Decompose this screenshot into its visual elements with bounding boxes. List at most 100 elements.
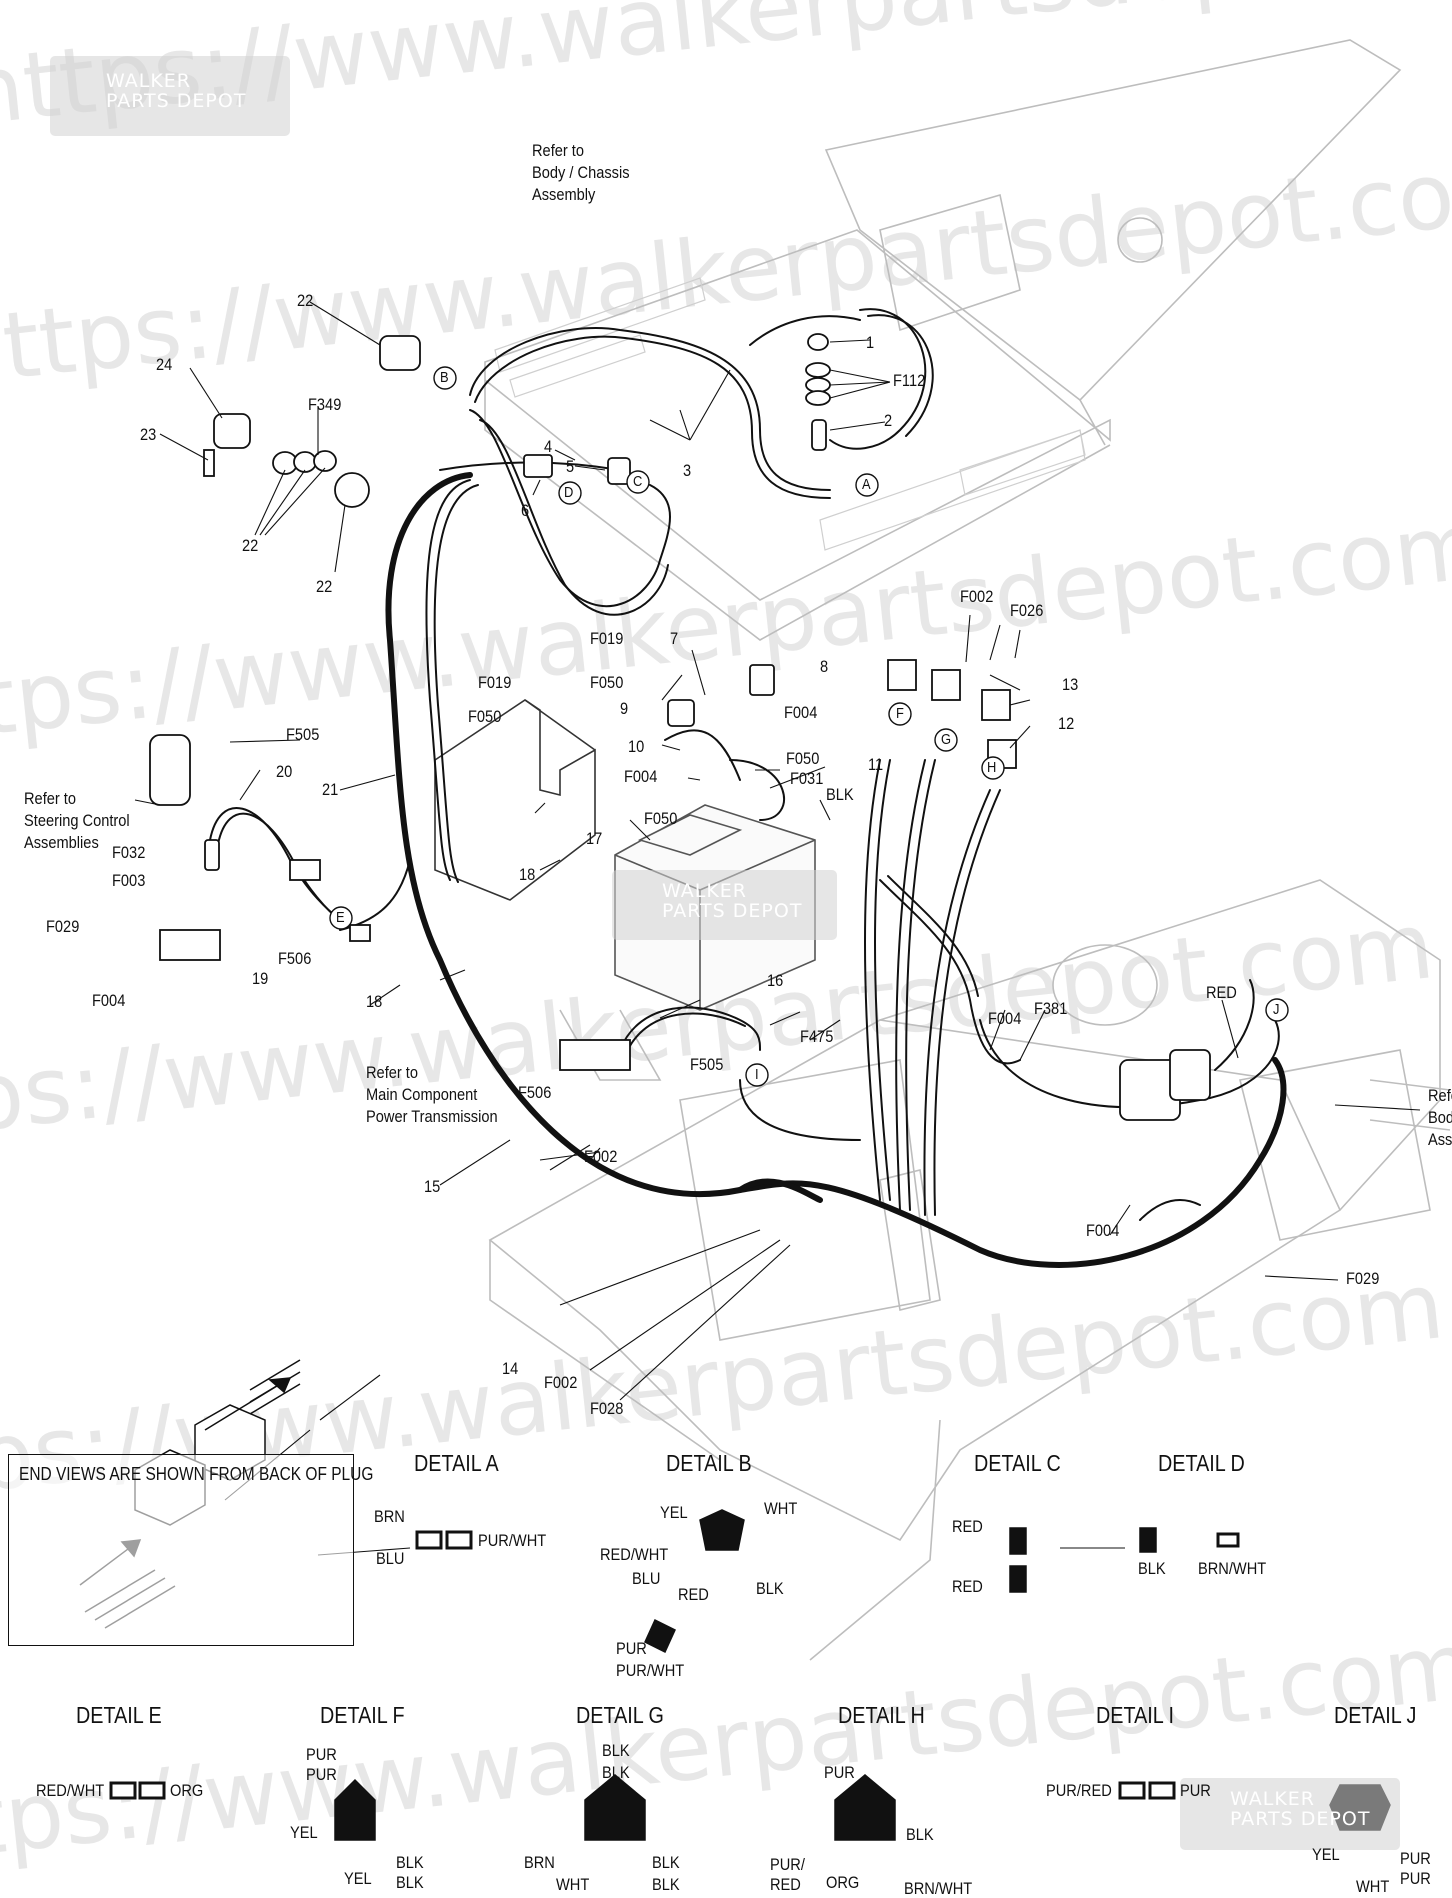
wire-label: BLK xyxy=(602,1763,630,1782)
callout-label: 11 xyxy=(868,755,884,774)
callout-label: F031 xyxy=(790,769,824,788)
wire-label: WHT xyxy=(764,1499,798,1518)
wire-label: YEL xyxy=(290,1823,318,1842)
callout-label: F475 xyxy=(800,1027,834,1046)
inset-caption: END VIEWS ARE SHOWN FROM BACK OF PLUG xyxy=(19,1464,374,1484)
callout-label: 10 xyxy=(628,737,645,756)
callout-label: F029 xyxy=(1346,1269,1380,1288)
logo-text: WALKER PARTS DEPOT xyxy=(662,880,803,922)
callout-label: F349 xyxy=(308,395,342,414)
detail-f-title: DETAIL F xyxy=(320,1702,405,1728)
wire-label: BRN/WHT xyxy=(1198,1559,1267,1578)
wire-label: BRN xyxy=(524,1853,555,1872)
wire-label: RED/WHT xyxy=(36,1781,105,1800)
wire-label: PUR/ xyxy=(770,1855,805,1874)
callout-label: 2 xyxy=(884,411,893,430)
connector-end-views xyxy=(109,1509,1391,1841)
walker-logo-watermark: WALKER PARTS DEPOT xyxy=(612,870,837,940)
callout-label: 5 xyxy=(566,457,575,476)
callout-label: 18 xyxy=(366,992,383,1011)
wire-label: PUR xyxy=(306,1765,337,1784)
wire-label: RED/WHT xyxy=(600,1545,669,1564)
detail-c-title: DETAIL C xyxy=(974,1450,1061,1476)
wire-label: BRN/WHT xyxy=(904,1879,973,1898)
callout-label: 18 xyxy=(519,865,536,884)
callout-label: F506 xyxy=(518,1083,552,1102)
plug-letter: D xyxy=(564,484,574,501)
wire-label: BLK xyxy=(1138,1559,1166,1578)
callout-label: F028 xyxy=(590,1399,624,1418)
note-main-component: Refer to Main Component Power Transmissi… xyxy=(366,1063,498,1127)
wire-label: YEL xyxy=(660,1503,688,1522)
wire-label: RED xyxy=(678,1585,709,1604)
callout-label: 17 xyxy=(586,829,603,848)
plug-letter: I xyxy=(755,1066,759,1083)
detail-j-title: DETAIL J xyxy=(1334,1702,1417,1728)
callout-label: 16 xyxy=(767,971,784,990)
callout-label: F029 xyxy=(46,917,80,936)
callout-label: F004 xyxy=(624,767,658,786)
wire-label: BLK xyxy=(756,1579,784,1598)
callout-label: F004 xyxy=(1086,1221,1120,1240)
callout-label: 22 xyxy=(316,577,333,596)
wire-label: WHT xyxy=(1356,1877,1390,1896)
wire-label: RED xyxy=(952,1517,983,1536)
callout-label: 8 xyxy=(820,657,829,676)
wire-label: BLK xyxy=(602,1741,630,1760)
note-body-chassis: Refer to Body / Chassis Assembly xyxy=(532,141,630,205)
plug-letter: F xyxy=(896,705,904,722)
wire-label: PUR xyxy=(306,1745,337,1764)
note-steering-control: Refer to Steering Control Assemblies xyxy=(24,789,130,853)
callout-label: F505 xyxy=(690,1055,724,1074)
callout-label: 4 xyxy=(544,437,553,456)
wire-label: BLK xyxy=(652,1853,680,1872)
detail-b-title: DETAIL B xyxy=(666,1450,752,1476)
wire-label: BLU xyxy=(632,1569,661,1588)
callout-label: F004 xyxy=(988,1009,1022,1028)
plug-letter: A xyxy=(862,476,871,493)
callout-label: 15 xyxy=(424,1177,441,1196)
leader-lines xyxy=(134,301,1421,1556)
wire-color-label: RED xyxy=(1206,983,1237,1002)
wire-label: ORG xyxy=(826,1873,860,1892)
detail-g-title: DETAIL G xyxy=(576,1702,664,1728)
wire-label: ORG xyxy=(170,1781,204,1800)
detail-e-title: DETAIL E xyxy=(76,1702,162,1728)
callout-label: 22 xyxy=(297,291,314,310)
wire-label: BLU xyxy=(376,1549,405,1568)
wire-label: BLK xyxy=(652,1875,680,1894)
callout-label: F002 xyxy=(584,1147,618,1166)
callout-label: F003 xyxy=(112,871,146,890)
note-body-right: Refer Body Assy xyxy=(1428,1086,1452,1150)
callout-label: F112 xyxy=(893,371,926,390)
callout-label: F002 xyxy=(544,1373,578,1392)
callout-label: F506 xyxy=(278,949,312,968)
callout-label: F505 xyxy=(286,725,320,744)
plug-letter: C xyxy=(633,473,643,490)
plug-letter: E xyxy=(336,909,345,926)
callout-label: 23 xyxy=(140,425,157,444)
detail-a-title: DETAIL A xyxy=(414,1450,499,1476)
walker-logo-watermark: WALKER PARTS DEPOT xyxy=(50,56,290,136)
plug-letter: J xyxy=(1273,1001,1280,1018)
callout-label: 24 xyxy=(156,355,173,374)
wire-label: BLK xyxy=(396,1853,424,1872)
wire-label: BRN xyxy=(374,1507,405,1526)
callout-label: 13 xyxy=(1062,675,1079,694)
wire-label: PUR xyxy=(1400,1849,1431,1868)
callout-label: F019 xyxy=(478,673,512,692)
plug-letter: B xyxy=(440,369,449,386)
wire-label: PUR/WHT xyxy=(478,1531,547,1550)
callout-label: 14 xyxy=(502,1359,519,1378)
callout-label: 3 xyxy=(683,461,692,480)
plug-letter: H xyxy=(987,759,997,776)
callout-label: 6 xyxy=(521,501,530,520)
callout-label: F050 xyxy=(786,749,820,768)
wire-label: PUR/WHT xyxy=(616,1661,685,1680)
logo-text: WALKER PARTS DEPOT xyxy=(106,70,247,112)
callout-label: F004 xyxy=(92,991,126,1010)
wire-label: PUR/RED xyxy=(1046,1781,1112,1800)
callout-label: 9 xyxy=(620,699,629,718)
callout-label: 21 xyxy=(322,780,339,799)
